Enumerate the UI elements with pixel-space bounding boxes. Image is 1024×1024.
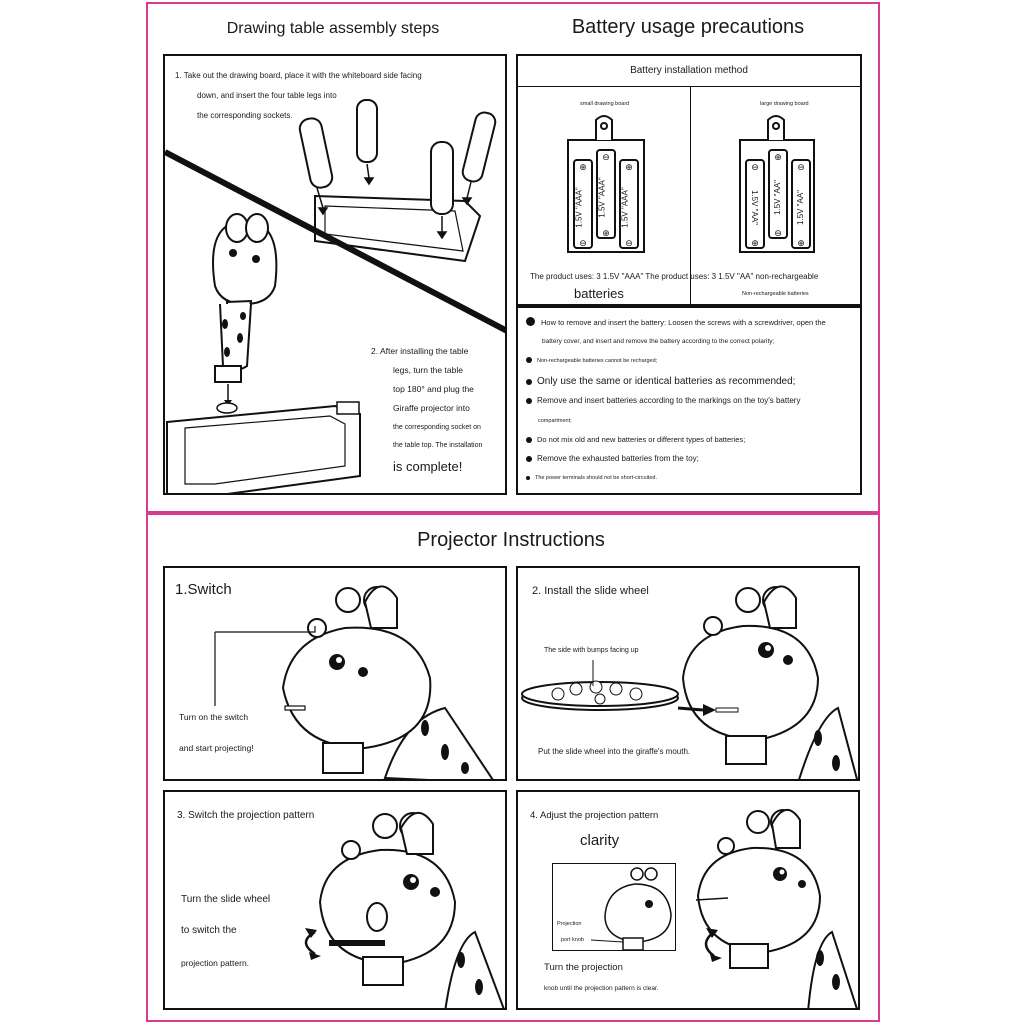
wheel-heading: 2. Install the slide wheel — [532, 585, 649, 597]
uses-line: The product uses: 3 1.5V "AAA" The produ… — [530, 272, 819, 281]
bottom-frame — [146, 513, 880, 1022]
wheel-giraffe-illustration — [521, 585, 858, 779]
large-cell-2: 1.5V "AA" — [773, 179, 783, 216]
pattern-panel: 3. Switch the projection pattern Turn th… — [163, 790, 507, 1010]
pattern-heading: 3. Switch the projection pattern — [177, 810, 315, 821]
clarity-panel: 4. Adjust the projection pattern clarity… — [516, 790, 860, 1010]
svg-text:⊖: ⊖ — [579, 239, 587, 249]
battery-method-panel: Battery installation method small drawin… — [516, 54, 862, 306]
knob-label-2: port knob — [561, 937, 584, 943]
precaution-3: Only use the same or identical batteries… — [526, 376, 795, 387]
wheel-caption: Put the slide wheel into the giraffe's m… — [538, 747, 691, 756]
battery-title: Battery usage precautions — [571, 16, 805, 38]
precaution-1a: How to remove and insert the battery: Lo… — [526, 317, 826, 327]
nonrechargeable-word: Non-rechargeable batteries — [742, 291, 809, 297]
projector-title: Projector Instructions — [417, 529, 605, 551]
step1-line1: 1. Take out the drawing board, place it … — [175, 71, 422, 80]
step2-line1: 2. After installing the table — [371, 346, 469, 356]
step1-line2: down, and insert the four table legs int… — [197, 91, 337, 100]
svg-text:⊕: ⊕ — [625, 163, 633, 173]
precaution-text: Non-rechargeable batteries cannot be rec… — [537, 358, 658, 364]
clarity-line1: Turn the projection — [544, 962, 623, 973]
svg-text:⊖: ⊖ — [625, 239, 633, 249]
precaution-4a: Remove and insert batteries according to… — [526, 396, 800, 405]
table-legs-illustration — [165, 99, 505, 493]
small-cell-1: 1.5V "AAA" — [574, 187, 584, 228]
precaution-6: Remove the exhausted batteries from the … — [526, 454, 699, 463]
bullet-icon — [526, 317, 535, 326]
small-board-label: small drawing board — [580, 101, 630, 107]
pattern-line3: projection pattern. — [181, 958, 250, 968]
wheel-bumps-label: The side with bumps facing up — [544, 647, 639, 654]
bullet-icon — [526, 476, 530, 480]
large-cell-3: 1.5V "AA" — [796, 189, 806, 226]
step2-line5: the corresponding socket on — [393, 424, 481, 431]
svg-text:⊕: ⊕ — [751, 239, 759, 249]
precaution-text: How to remove and insert the battery: Lo… — [541, 318, 826, 327]
step2-line7: is complete! — [393, 459, 463, 474]
inset-giraffe-illustration — [590, 867, 672, 950]
svg-text:⊖: ⊖ — [602, 153, 610, 163]
precaution-5: Do not mix old and new batteries or diff… — [526, 435, 745, 444]
svg-text:⊖: ⊖ — [797, 163, 805, 173]
battery-method-title: Battery installation method — [630, 65, 748, 76]
switch-line1: Turn on the switch — [179, 712, 249, 722]
step2-line6: the table top. The installation — [393, 442, 483, 449]
clarity-giraffe-illustration — [695, 809, 858, 1008]
step1-line3: the corresponding sockets. — [197, 111, 293, 120]
step2-line4: Giraffe projector into — [393, 403, 470, 413]
clarity-heading2: clarity — [580, 832, 620, 849]
bullet-icon — [526, 379, 532, 385]
bullet-icon — [526, 357, 532, 363]
switch-giraffe-illustration — [214, 585, 494, 779]
precaution-text: Do not mix old and new batteries or diff… — [537, 435, 746, 444]
switch-heading: 1.Switch — [175, 581, 232, 598]
precaution-text: Remove and insert batteries according to… — [537, 396, 801, 405]
precaution-text: Remove the exhausted batteries from the … — [537, 454, 699, 463]
step2-line3: top 180° and plug the — [393, 384, 474, 394]
bullet-icon — [526, 437, 532, 443]
clarity-inset: Projection port knob — [552, 863, 676, 951]
method-vertical-divider — [690, 87, 691, 304]
svg-text:⊕: ⊕ — [579, 163, 587, 173]
step2-line2: legs, turn the table — [393, 365, 463, 375]
clarity-heading: 4. Adjust the projection pattern — [530, 810, 659, 821]
precaution-text: Only use the same or identical batteries… — [537, 376, 796, 387]
precaution-7: The power terminals should not be short-… — [526, 475, 657, 481]
precaution-text: The power terminals should not be short-… — [535, 475, 657, 481]
knob-label-1: Projection — [557, 921, 582, 927]
large-board-label: large drawing board — [760, 101, 809, 107]
large-cell-1: 1.5V "AA" — [750, 189, 760, 226]
method-divider — [518, 86, 860, 87]
precaution-4b: compartment; — [538, 418, 572, 424]
small-cell-3: 1.5V "AAA" — [620, 187, 630, 228]
pattern-giraffe-illustration — [304, 812, 505, 1008]
bullet-icon — [526, 456, 532, 462]
batteries-word: batteries — [574, 286, 624, 301]
pattern-line1: Turn the slide wheel — [181, 894, 271, 905]
assembly-title: Drawing table assembly steps — [226, 20, 440, 37]
top-frame — [146, 2, 880, 513]
svg-text:⊕: ⊕ — [774, 153, 782, 163]
svg-text:⊕: ⊕ — [602, 229, 610, 239]
bullet-icon — [526, 398, 532, 404]
precaution-2: Non-rechargeable batteries cannot be rec… — [526, 357, 657, 364]
battery-compartment-illustrations: ⊕ ⊖ ⊖ ⊕ ⊕ ⊖ ⊖ ⊕ ⊕ ⊖ ⊖ ⊕ — [567, 115, 815, 253]
clarity-line2: knob until the projection pattern is cle… — [544, 985, 659, 992]
small-cell-2: 1.5V "AAA" — [597, 177, 607, 218]
assembly-panel: 1. Take out the drawing board, place it … — [163, 54, 507, 495]
switch-line2: and start projecting! — [179, 743, 254, 753]
precaution-1b: battery cover, and insert and remove the… — [542, 338, 775, 345]
slide-wheel-panel: 2. Install the slide wheel The side with… — [516, 566, 860, 781]
battery-precautions-panel: How to remove and insert the battery: Lo… — [516, 306, 862, 495]
svg-text:⊕: ⊕ — [797, 239, 805, 249]
switch-panel: 1.Switch Turn on the switch and start pr… — [163, 566, 507, 781]
svg-text:⊖: ⊖ — [751, 163, 759, 173]
svg-text:⊖: ⊖ — [774, 229, 782, 239]
pattern-line2: to switch the — [181, 925, 237, 936]
